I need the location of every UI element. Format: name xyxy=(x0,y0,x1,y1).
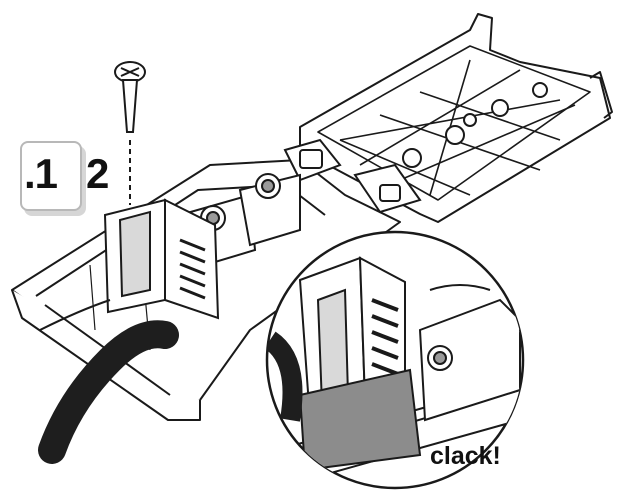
cable xyxy=(38,320,179,464)
step-badge xyxy=(20,141,82,211)
terminal-blocks xyxy=(178,173,301,270)
hinged-lid xyxy=(299,13,613,223)
step-number-current: .1 xyxy=(24,150,58,197)
zoom-detail xyxy=(265,230,525,490)
strain-relief-clip xyxy=(103,198,220,320)
wire xyxy=(39,299,111,331)
hinge xyxy=(283,138,422,214)
step-number-next: 2 xyxy=(86,150,110,197)
screw xyxy=(114,61,146,133)
sound-effect-label: clack! xyxy=(430,442,501,470)
